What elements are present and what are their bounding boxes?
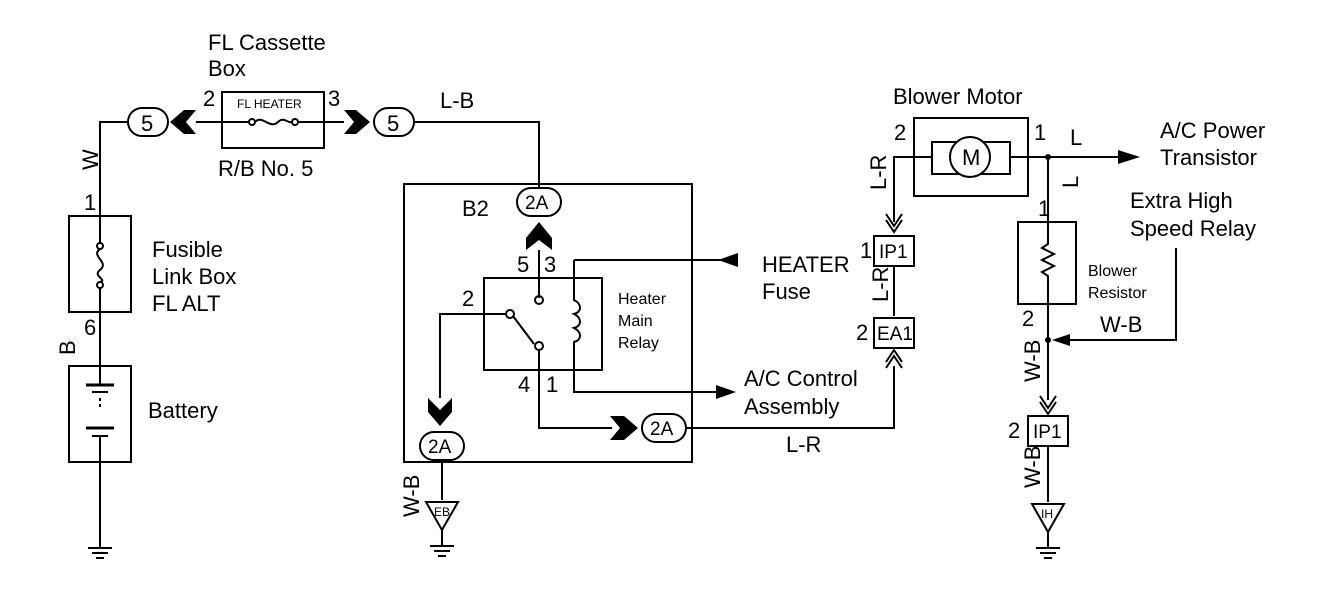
pin-2-blower: 2 bbox=[894, 120, 906, 145]
pin-4-relay: 4 bbox=[518, 372, 530, 397]
wire-label-wb-extra: W-B bbox=[1100, 312, 1142, 337]
motor-icon bbox=[949, 136, 991, 178]
ground-eb-label: EB bbox=[434, 505, 450, 519]
relay-label-2: Main bbox=[618, 313, 653, 330]
arrow-left-icon bbox=[1052, 334, 1070, 346]
fusible-label-1: Fusible bbox=[152, 237, 223, 262]
chevron-down-icon bbox=[1039, 395, 1057, 416]
wire-label-wb-right: W-B bbox=[1020, 340, 1045, 382]
pin-1-ip1: 1 bbox=[860, 238, 872, 263]
wire-label-wb-bottom: W-B bbox=[1020, 446, 1045, 488]
connector-ea1 bbox=[873, 317, 915, 349]
pin-2-ip1: 2 bbox=[1008, 418, 1020, 443]
arrow-left-icon bbox=[718, 253, 738, 267]
fl-heater-label: FL HEATER bbox=[237, 97, 302, 111]
pin-2-ea1: 2 bbox=[856, 320, 868, 345]
wire-label-wb-left: W-B bbox=[399, 475, 424, 517]
wire-label-l-vertical: L bbox=[1058, 176, 1083, 188]
pin-1-resistor: 1 bbox=[1038, 196, 1050, 221]
chevron-right-icon bbox=[610, 416, 638, 440]
ac-control-feed: A/C Control Assembly bbox=[716, 366, 858, 419]
heater-fuse-label-1: HEATER bbox=[762, 252, 850, 277]
ground-icon bbox=[88, 547, 112, 559]
connector-2a-right-label: 2A bbox=[650, 419, 674, 440]
battery-circuit: W 5 2 1 6 Fusible Link Box FL ALT B Batt… bbox=[55, 86, 236, 559]
blower-motor-section: Blower Motor M 2 1 L-R IP1 1 L-R EA1 2 L… bbox=[856, 84, 1265, 559]
blower-resistor-label-1: Blower bbox=[1088, 263, 1138, 280]
pin-6-fusible: 6 bbox=[84, 315, 96, 340]
motor-symbol: M bbox=[962, 145, 980, 170]
arrow-right-icon bbox=[1118, 150, 1140, 164]
battery-label: Battery bbox=[148, 398, 218, 423]
wire-label-w: W bbox=[78, 149, 103, 170]
blower-motor-label: Blower Motor bbox=[893, 84, 1023, 109]
pin-2-relay: 2 bbox=[462, 286, 474, 311]
cassette-label-1: FL Cassette bbox=[208, 30, 326, 55]
fl-cassette-box: FL Cassette Box FL HEATER R/B No. 5 3 5 … bbox=[208, 30, 540, 188]
extra-high-label-2: Speed Relay bbox=[1130, 216, 1256, 241]
heater-main-relay-box bbox=[483, 277, 603, 371]
connector-2a-bottom-label: 2A bbox=[428, 437, 452, 458]
extra-high-label-1: Extra High bbox=[1130, 188, 1233, 213]
ground-icon bbox=[430, 530, 454, 557]
connector-ip1-bottom-label: IP1 bbox=[1033, 422, 1062, 443]
ac-power-transistor-label-1: A/C Power bbox=[1160, 118, 1265, 143]
wire-label-lr-top: L-R bbox=[866, 155, 891, 190]
chevron-left-icon bbox=[170, 110, 196, 134]
chevron-right-icon bbox=[344, 110, 370, 134]
ac-control-label-1: A/C Control bbox=[744, 366, 858, 391]
ground-icon bbox=[1036, 532, 1060, 559]
b2-label: B2 bbox=[462, 196, 489, 221]
ground-eb bbox=[424, 501, 460, 533]
pin-1-relay: 1 bbox=[546, 372, 558, 397]
b2-block: B2 2A 5 3 2 4 1 Heater Main Relay 2A W-B bbox=[399, 183, 895, 557]
connector-5-left bbox=[127, 107, 169, 137]
relay-label-3: Relay bbox=[618, 335, 659, 352]
ground-ih-label: IH bbox=[1041, 507, 1053, 521]
wire-label-lr-mid: L-R bbox=[868, 267, 893, 302]
pin-3-relay: 3 bbox=[544, 252, 556, 277]
rb-no5-label: R/B No. 5 bbox=[218, 156, 313, 181]
connector-ea1-label: EA1 bbox=[877, 324, 913, 345]
pin-5-relay: 5 bbox=[517, 252, 529, 277]
connector-5-right-label: 5 bbox=[387, 111, 399, 136]
ground-ih bbox=[1030, 503, 1066, 535]
connector-5-left-label: 5 bbox=[141, 111, 153, 136]
relay-label-1: Heater bbox=[618, 291, 667, 308]
chevron-up-icon bbox=[885, 348, 903, 369]
connector-2a-top bbox=[516, 187, 562, 217]
fusible-label-2: Link Box bbox=[152, 264, 236, 289]
b2-frame bbox=[403, 183, 693, 463]
heater-fuse-feed: HEATER Fuse bbox=[718, 252, 850, 304]
fusible-label-3: FL ALT bbox=[152, 291, 220, 316]
wire-label-lr-bottom: L-R bbox=[786, 432, 821, 457]
wire-label-l-top: L bbox=[1070, 125, 1082, 150]
wire-label-b: B bbox=[55, 340, 80, 355]
connector-ip1-top-label: IP1 bbox=[879, 242, 908, 263]
chevron-down-icon bbox=[885, 213, 903, 234]
heater-fuse-label-2: Fuse bbox=[762, 279, 811, 304]
cassette-label-2: Box bbox=[208, 56, 246, 81]
ac-control-label-2: Assembly bbox=[744, 394, 839, 419]
chevron-down-icon bbox=[428, 398, 452, 426]
connector-2a-top-label: 2A bbox=[525, 193, 549, 214]
blower-resistor-label-2: Resistor bbox=[1088, 285, 1147, 302]
ac-power-transistor-label-2: Transistor bbox=[1160, 145, 1257, 170]
fl-heater-box bbox=[221, 91, 325, 149]
pin-3-cassette: 3 bbox=[328, 86, 340, 111]
pin-2-cassette: 2 bbox=[203, 86, 215, 111]
pin-2-resistor: 2 bbox=[1022, 306, 1034, 331]
arrow-right-icon bbox=[716, 385, 736, 399]
pin-1-blower: 1 bbox=[1034, 120, 1046, 145]
wire-label-lb: L-B bbox=[440, 88, 474, 113]
chevron-up-icon bbox=[526, 222, 552, 250]
pin-1-fusible: 1 bbox=[84, 190, 96, 215]
